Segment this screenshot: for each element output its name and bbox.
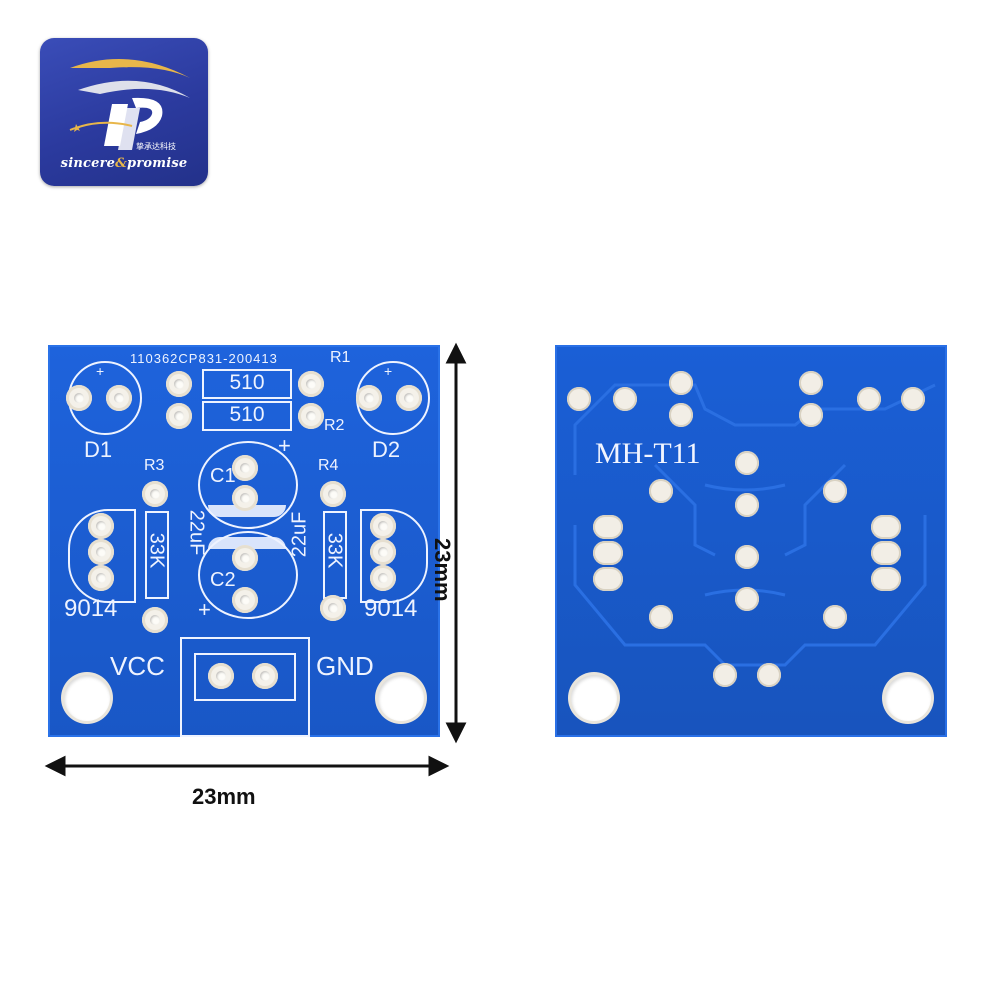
back-pad-t2-2 bbox=[871, 541, 901, 565]
r3-label: R3 bbox=[144, 457, 165, 474]
connector-inner bbox=[194, 653, 296, 701]
back-pad-r4-b bbox=[823, 605, 847, 629]
back-pad-r2-a bbox=[669, 403, 693, 427]
t1-label: 9014 bbox=[64, 595, 118, 622]
r1-value: 510 bbox=[229, 371, 265, 394]
r4-label: R4 bbox=[318, 457, 339, 474]
logo-chinese-text: 挚承达科技 bbox=[136, 142, 176, 151]
back-pad-t1-2 bbox=[593, 541, 623, 565]
c2-plus: + bbox=[198, 597, 211, 622]
height-dimension: 23mm bbox=[430, 538, 455, 602]
back-pad-r4-a bbox=[823, 479, 847, 503]
connector-pad-gnd bbox=[252, 663, 278, 689]
t2-outline bbox=[360, 509, 428, 603]
back-pad-r3-a bbox=[649, 479, 673, 503]
back-pad-c1-1 bbox=[735, 451, 759, 475]
c2-outline bbox=[198, 531, 298, 619]
d2-pad-1 bbox=[356, 385, 382, 411]
t1-outline bbox=[68, 509, 136, 603]
back-pad-r3-b bbox=[649, 605, 673, 629]
r4-pad-bottom bbox=[320, 595, 346, 621]
t2-pad-3 bbox=[370, 565, 396, 591]
r1-label: R1 bbox=[330, 349, 351, 366]
c2-pad-2 bbox=[232, 587, 258, 613]
back-pad-d-4 bbox=[901, 387, 925, 411]
c1-pad-1 bbox=[232, 455, 258, 481]
c1-plus: + bbox=[278, 433, 291, 458]
connector-outline bbox=[180, 637, 310, 737]
connector-pad-vcc bbox=[208, 663, 234, 689]
d2-plus: + bbox=[384, 363, 393, 379]
r1-pad-right bbox=[298, 371, 324, 397]
vcc-label: VCC bbox=[110, 651, 165, 681]
board-code: 110362CP831-200413 bbox=[130, 351, 278, 366]
pcb-back: MH-T11 bbox=[555, 345, 947, 737]
r2-outline bbox=[202, 401, 292, 431]
back-pad-conn-2 bbox=[757, 663, 781, 687]
back-pad-t2-3 bbox=[871, 567, 901, 591]
t2-pad-2 bbox=[370, 539, 396, 565]
r3-outline bbox=[145, 511, 169, 599]
back-pad-t2-1 bbox=[871, 515, 901, 539]
brand-logo: 挚承达科技 sincere&promise bbox=[40, 38, 208, 186]
c1-polarity-band bbox=[208, 505, 286, 517]
back-pad-r2-b bbox=[799, 403, 823, 427]
d1-label: D1 bbox=[84, 437, 113, 462]
logo-emblem-icon bbox=[69, 59, 190, 150]
t1-pad-1 bbox=[88, 513, 114, 539]
c2-pad-1 bbox=[232, 545, 258, 571]
r1-outline bbox=[202, 369, 292, 399]
gnd-label: GND bbox=[316, 651, 374, 681]
back-pad-d-2 bbox=[613, 387, 637, 411]
d1-pad-2 bbox=[106, 385, 132, 411]
r2-pad-left bbox=[166, 403, 192, 429]
model-label: MH-T11 bbox=[595, 437, 701, 470]
back-mount-hole-right bbox=[885, 675, 931, 721]
logo-brand-text: sincere&promise bbox=[60, 156, 188, 171]
back-mount-hole-left bbox=[571, 675, 617, 721]
back-pad-d-1 bbox=[567, 387, 591, 411]
d1-plus: + bbox=[96, 363, 105, 379]
c1-label: C1 bbox=[210, 465, 236, 487]
r4-pad-top bbox=[320, 481, 346, 507]
d1-pad-1 bbox=[66, 385, 92, 411]
back-pad-c2-1 bbox=[735, 545, 759, 569]
r3-pad-top bbox=[142, 481, 168, 507]
back-pad-t1-1 bbox=[593, 515, 623, 539]
back-pad-conn-1 bbox=[713, 663, 737, 687]
c1-outline bbox=[198, 441, 298, 529]
mount-hole-right bbox=[378, 675, 424, 721]
t2-pad-1 bbox=[370, 513, 396, 539]
c2-polarity-band bbox=[208, 537, 286, 549]
r2-pad-right bbox=[298, 403, 324, 429]
back-pad-r1-b bbox=[799, 371, 823, 395]
t1-pad-3 bbox=[88, 565, 114, 591]
t1-pad-2 bbox=[88, 539, 114, 565]
c2-label: C2 bbox=[210, 569, 236, 591]
width-dimension: 23mm bbox=[192, 784, 256, 809]
r3-pad-bottom bbox=[142, 607, 168, 633]
r2-value: 510 bbox=[229, 403, 265, 426]
mount-hole-left bbox=[64, 675, 110, 721]
r1-pad-left bbox=[166, 371, 192, 397]
c1-pad-2 bbox=[232, 485, 258, 511]
pcb-front: 110362CP831-200413 R1 R2 + D1 + D2 510 5… bbox=[48, 345, 440, 737]
back-pad-r1-a bbox=[669, 371, 693, 395]
back-pad-c2-2 bbox=[735, 587, 759, 611]
d2-label: D2 bbox=[372, 437, 401, 462]
d2-pad-2 bbox=[396, 385, 422, 411]
r2-label: R2 bbox=[324, 417, 345, 434]
t2-label: 9014 bbox=[364, 595, 418, 622]
back-pad-d-3 bbox=[857, 387, 881, 411]
back-pad-t1-3 bbox=[593, 567, 623, 591]
back-pad-c1-2 bbox=[735, 493, 759, 517]
